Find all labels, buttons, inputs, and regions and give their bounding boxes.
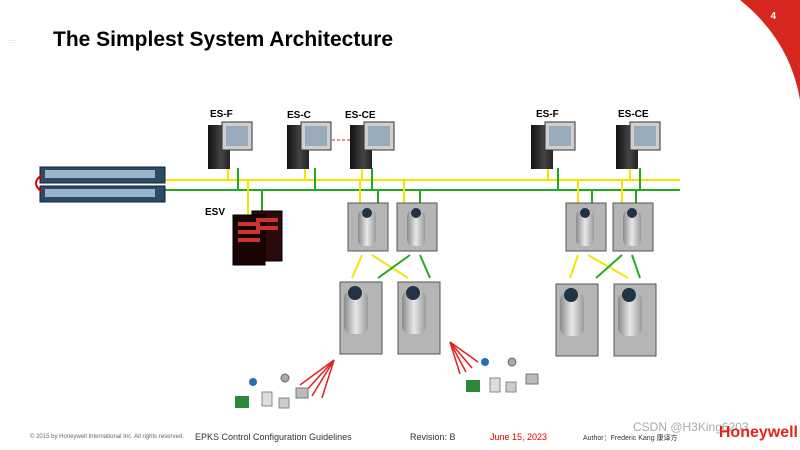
label-es-ce-left: ES-CE (345, 110, 376, 121)
es-c-computer-icon (287, 121, 332, 169)
author: Author：Frederic Kang 康译方 (583, 435, 678, 442)
controller-icon (396, 202, 438, 252)
controller-icons (347, 202, 654, 252)
label-es-f-right: ES-F (536, 109, 559, 120)
es-f-left-computer-icon (208, 121, 253, 169)
honeywell-logo: Honeywell (718, 424, 798, 441)
io-links (351, 254, 641, 279)
controller-icon (565, 202, 607, 252)
revision: Revision: B (410, 432, 456, 442)
network-switch-icon (35, 166, 166, 203)
field-instrument-icons (235, 357, 539, 409)
wireless-signal-icons (299, 341, 479, 399)
copyright-text: © 2015 by Honeywell International Inc. A… (30, 434, 184, 440)
doc-title: EPKS Control Configuration Guidelines (195, 432, 352, 442)
watermark: CSDN @H3King6203 (633, 420, 749, 434)
es-ce-right-computer-icon (616, 121, 661, 169)
label-es-c: ES-C (287, 110, 311, 121)
label-es-f-left: ES-F (210, 109, 233, 120)
io-module-icons (339, 281, 657, 357)
label-es-ce-right: ES-CE (618, 109, 649, 120)
page-number: 4 (770, 11, 776, 22)
corner-swoosh (740, 0, 800, 100)
date: June 15, 2023 (490, 432, 548, 442)
controller-icon (612, 202, 654, 252)
es-ce-left-computer-icon (350, 121, 395, 169)
es-f-right-computer-icon (531, 121, 576, 169)
side-margin-text: ::::::::::::::::::::::::::::::::::::::::… (8, 40, 16, 45)
io-module-icon (555, 283, 599, 357)
io-module-icon (397, 281, 441, 355)
pc-drops (227, 168, 641, 215)
slide-title: The Simplest System Architecture (53, 28, 393, 51)
controller-icon (347, 202, 389, 252)
io-module-icon (613, 283, 657, 357)
io-module-icon (339, 281, 383, 355)
esv-server-icon (232, 210, 283, 266)
label-esv: ESV (205, 207, 226, 218)
computer-icons (208, 121, 661, 169)
